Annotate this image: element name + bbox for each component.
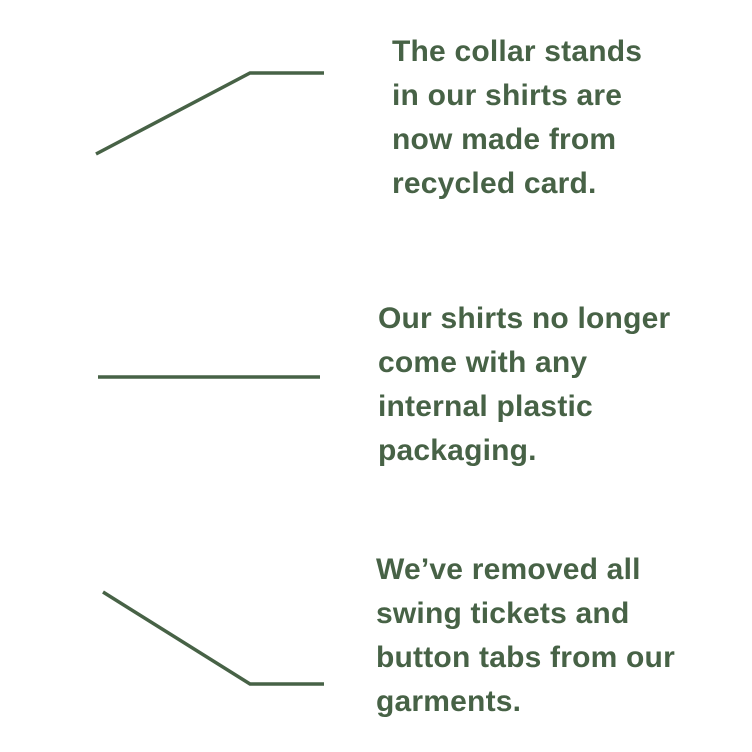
callout-collar-stands: The collar stands in our shirts are now … xyxy=(392,30,642,206)
callout-line: We’ve removed all xyxy=(376,553,641,586)
callout-line: swing tickets and xyxy=(376,597,630,630)
callout-line: garments. xyxy=(376,685,522,718)
callout-line: internal plastic xyxy=(378,390,593,423)
callout-swing-tickets: We’ve removed all swing tickets and butt… xyxy=(376,548,675,724)
callout-line: The collar stands xyxy=(392,35,643,68)
callout-line: packaging. xyxy=(378,434,537,467)
callout-plastic-packaging: Our shirts no longer come with any inter… xyxy=(378,297,670,473)
callout-line: now made from xyxy=(392,123,617,156)
leader-line-collar xyxy=(95,71,324,156)
callout-line: in our shirts are xyxy=(392,79,623,112)
callout-line: come with any xyxy=(378,346,588,379)
callout-line: Our shirts no longer xyxy=(378,302,671,335)
callout-line: recycled card. xyxy=(392,167,597,200)
callout-line: button tabs from our xyxy=(376,641,675,674)
leader-line-tickets xyxy=(102,590,324,686)
